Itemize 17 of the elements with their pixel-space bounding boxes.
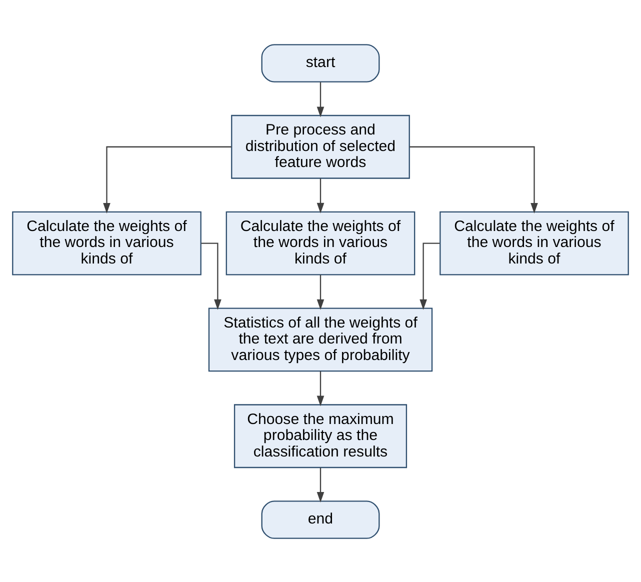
node-box: start xyxy=(261,44,380,82)
node-box: Statistics of all the weights of the text are derived from various types of probability xyxy=(208,307,433,372)
arrow xyxy=(316,82,324,117)
node-box: Choose the maximum probability as the classification results xyxy=(234,404,408,468)
arrow xyxy=(316,467,324,502)
arrow xyxy=(316,274,324,310)
node-box: Calculate the weights of the words in various kinds of xyxy=(440,210,629,275)
arrow xyxy=(420,242,440,310)
node-box: Calculate the weights of the words in various kinds of xyxy=(226,210,416,275)
arrow xyxy=(316,370,324,406)
node-box: Pre process and distribution of selected feature words xyxy=(231,114,410,178)
arrow xyxy=(201,242,222,310)
arrow xyxy=(316,178,324,213)
node-box: end xyxy=(261,500,380,538)
arrow xyxy=(103,146,232,213)
arrow xyxy=(410,146,538,213)
node-box: Calculate the weights of the words in various kinds of xyxy=(12,210,202,275)
